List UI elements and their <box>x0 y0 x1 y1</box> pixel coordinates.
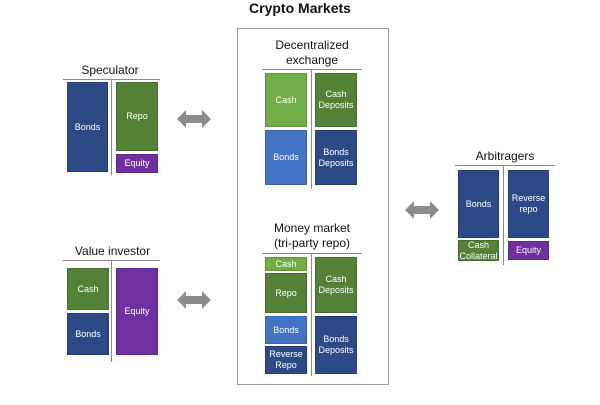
dex-divider <box>311 69 312 189</box>
arbitragers-equity-box: Equity <box>508 241 549 260</box>
arbitragers-reverse-repo-box: Reverse repo <box>508 170 549 238</box>
arbitragers-top-line <box>455 165 555 166</box>
arbitragers-bonds-box: Bonds <box>458 170 499 238</box>
value-investor-equity-box: Equity <box>116 268 158 355</box>
speculator-bonds-box: Bonds <box>67 82 108 172</box>
arbitragers-cash-collateral-box: Cash Collateral <box>458 239 499 261</box>
speculator-repo-box: Repo <box>116 82 158 151</box>
money-market-bonds-box: Bonds <box>265 316 307 344</box>
speculator-market-arrow-icon <box>177 110 211 128</box>
value-investor-bonds-box: Bonds <box>67 313 109 355</box>
dex-cash-box: Cash <box>265 73 307 127</box>
value-investor-cash-box: Cash <box>67 268 109 310</box>
diagram-title: Crypto Markets <box>249 0 351 16</box>
dex-bonds-box: Bonds <box>265 130 307 185</box>
dex-bonds-deposits-box: Bonds Deposits <box>315 130 357 185</box>
money-market-divider <box>311 253 312 376</box>
crypto-markets-panel <box>237 28 389 385</box>
money-market-cash-box: Cash <box>265 257 307 271</box>
dex-top-line <box>262 69 362 70</box>
money-market-repo-box: Repo <box>265 273 307 313</box>
arbitragers-label: Arbitragers <box>475 149 535 163</box>
money-market-cash-deposits-box: Cash Deposits <box>315 257 357 313</box>
dex-cash-deposits-box: Cash Deposits <box>315 73 357 127</box>
arbitragers-market-arrow-icon <box>405 201 439 219</box>
value-investor-market-arrow-icon <box>177 291 211 309</box>
speculator-label: Speculator <box>81 63 139 77</box>
arbitragers-divider <box>503 165 504 265</box>
money-market-top-line <box>262 253 362 254</box>
speculator-equity-box: Equity <box>116 154 158 173</box>
speculator-divider <box>111 79 112 175</box>
money-market-label-line1: Money market <box>273 221 351 235</box>
money-market-label-line2: (tri-party repo) <box>273 236 350 250</box>
money-market-reverse-repo-box: Reverse Repo <box>265 346 307 374</box>
money-market-bonds-deposits-box: Bonds Deposits <box>315 316 357 374</box>
value-investor-label: Value investor <box>74 244 151 258</box>
dex-label-line1: Decentralized <box>275 38 349 52</box>
value-investor-divider <box>111 260 112 362</box>
dex-label-line2: exchange <box>285 53 339 67</box>
